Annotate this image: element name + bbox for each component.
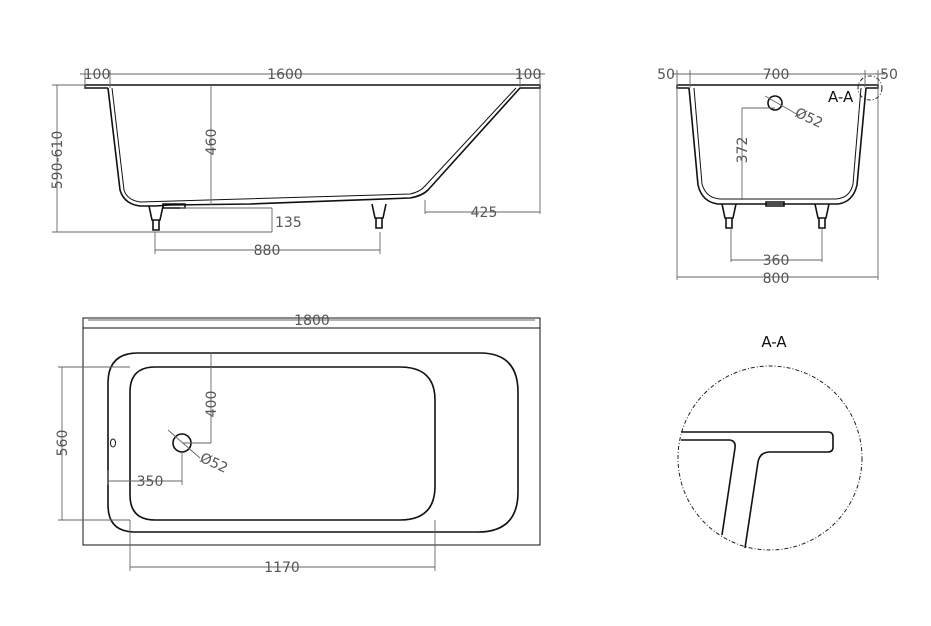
section-marker-label: A-A xyxy=(828,88,854,106)
side-view: 100 1600 100 590-610 460 135 880 425 xyxy=(50,67,545,259)
dim-side-total-height: 590-610 xyxy=(50,131,66,190)
end-foot-left xyxy=(721,203,737,229)
dim-top-drain-x: 350 xyxy=(137,474,164,490)
side-tub-body xyxy=(107,87,521,207)
dim-end-rim-right: 50 xyxy=(880,67,898,83)
top-basin-bottom xyxy=(129,366,436,521)
dim-end-width: 700 xyxy=(763,67,790,83)
end-tub-body xyxy=(688,87,867,205)
detail-rim-profile xyxy=(681,431,834,549)
side-foot-right xyxy=(371,203,387,229)
dim-top-length: 1800 xyxy=(294,313,330,329)
detail-a-a: A-A xyxy=(677,333,863,551)
detail-circle xyxy=(677,365,863,551)
dim-top-drain-y: 400 xyxy=(204,391,220,418)
dim-side-length: 1600 xyxy=(267,67,303,83)
top-outline xyxy=(82,317,541,546)
side-foot-left xyxy=(148,205,164,231)
dim-end-rim-left: 50 xyxy=(657,67,675,83)
dim-end-total-width: 800 xyxy=(763,271,790,287)
top-basin-outer xyxy=(107,352,519,533)
end-foot-right xyxy=(814,203,830,229)
dim-end-overflow-diameter: Ø52 xyxy=(792,105,825,132)
dim-top-width: 560 xyxy=(55,430,71,457)
dim-side-rim-left: 100 xyxy=(84,67,111,83)
dim-side-depth: 460 xyxy=(204,129,220,156)
dim-side-foot-height: 135 xyxy=(275,215,302,231)
dim-end-overflow-height: 372 xyxy=(735,137,751,164)
dim-side-rim-right: 100 xyxy=(515,67,542,83)
dim-top-drain-diameter: Ø52 xyxy=(197,450,230,477)
top-view: 1800 560 400 Ø52 350 1170 xyxy=(55,313,541,576)
end-overflow-hole xyxy=(767,95,783,111)
section-marker-circle xyxy=(857,75,883,101)
top-overflow xyxy=(110,438,116,448)
side-rim xyxy=(84,84,541,89)
end-view: 50 700 50 372 Ø52 360 800 A-A xyxy=(657,67,898,287)
dim-top-bottom-length: 1170 xyxy=(264,560,300,576)
dim-side-feet-spacing: 880 xyxy=(254,243,281,259)
detail-title: A-A xyxy=(761,333,787,351)
dim-side-slope: 425 xyxy=(471,205,498,221)
dim-end-feet-spacing: 360 xyxy=(763,253,790,269)
